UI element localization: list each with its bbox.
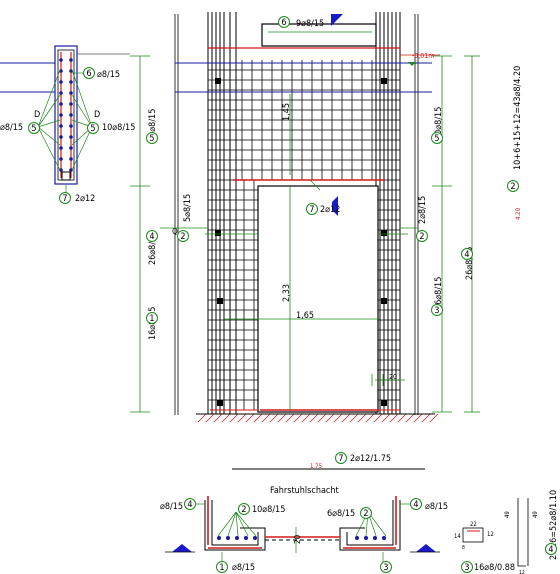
marker-m4c: 4 [184, 498, 196, 510]
detail-49b: 49 [532, 511, 539, 518]
p4-vertical-label: 2×26=52⌀8/1.10 [549, 490, 559, 560]
fahrstuhl-label: Fahrstuhlschacht [270, 486, 339, 496]
marker-m4a: 4 [146, 230, 158, 242]
marker-d-left: D [34, 110, 40, 120]
marker-number: 1 [219, 563, 224, 573]
top-6-label: 9⌀8/15 [296, 19, 324, 29]
marker-m2a: 2 [177, 230, 189, 242]
marker-number: 2 [363, 509, 368, 519]
detail-49a: 49 [504, 511, 511, 518]
p4-left-label: ⌀8/15 [160, 502, 183, 512]
marker-number: 2 [241, 505, 246, 515]
marker-number: 5 [31, 124, 36, 134]
marker-number: 3 [434, 306, 439, 316]
label-145: 1,45 [282, 103, 292, 121]
marker-d-right: D [94, 110, 100, 120]
wall-elevation: 1,45 2,33 1,65 20 Q -0,01m [172, 12, 440, 423]
marker-number: 7 [62, 194, 67, 204]
marker-m7b: 7 [306, 203, 318, 215]
marker-m4b: 4 [461, 248, 473, 260]
marker-number: 2 [419, 232, 424, 242]
label-20: 20 [389, 373, 397, 381]
marker-number: 6 [281, 18, 286, 28]
marker-number: 1 [149, 314, 154, 324]
column-cross-section: D D [0, 45, 130, 193]
marker-number: 7 [309, 205, 314, 215]
far-right-small-label: 4.20 [515, 207, 522, 220]
marker-m4e: 4 [545, 543, 557, 555]
v2-left-label: 5⌀8/15 [183, 194, 193, 222]
p2-left-label: 10⌀8/15 [252, 505, 285, 515]
marker-number: 4 [548, 545, 553, 555]
v5-right-label: 10⌀8/15 [434, 107, 444, 140]
left-6-label: ⌀8/15 [97, 70, 120, 80]
detail-22: 22 [470, 521, 477, 528]
p2-right-label: 6⌀8/15 [327, 509, 355, 519]
left-7-label: 2⌀12 [75, 194, 95, 204]
v3-right-label: 16⌀8/15 [434, 277, 444, 310]
p20-label: 20 [293, 534, 302, 544]
label-165: 1,65 [296, 311, 314, 321]
marker-m3a: 3 [431, 304, 443, 316]
p1-bottom-label: ⌀8/15 [232, 563, 255, 573]
marker-m5a: 5 [28, 122, 40, 134]
v2-far-right-label: 10+6+15+12=43⌀8/4.20 [513, 66, 523, 170]
marker-m2d: 2 [238, 503, 250, 515]
level-label: -0,01m [412, 52, 434, 60]
marker-m5c: 5 [146, 132, 158, 144]
door-opening [257, 185, 379, 413]
detail-12b: 12 [519, 570, 525, 574]
door-7-label: 2⌀12 [320, 205, 340, 215]
p4-right-label: ⌀8/15 [425, 502, 448, 512]
marker-m3b: 3 [380, 561, 392, 573]
marker-m2c: 2 [507, 180, 519, 192]
marker-m6b: 6 [83, 67, 95, 79]
marker-m2b: 2 [416, 230, 428, 242]
marker-m1b: 1 [216, 561, 228, 573]
dim-175-label: 1.75 [310, 463, 322, 470]
detail-14: 14 [454, 533, 461, 540]
marker-number: 3 [383, 563, 388, 573]
label-q: Q [172, 227, 178, 236]
marker-m7a: 7 [59, 192, 71, 204]
marker-number: 2 [180, 232, 185, 242]
marker-number: 6 [86, 69, 91, 79]
v4-right-label: 26⌀8/15 [465, 247, 475, 280]
marker-number: 4 [187, 500, 192, 510]
marker-number: 4 [413, 500, 418, 510]
marker-m4d: 4 [410, 498, 422, 510]
label-233: 2,33 [282, 284, 292, 302]
marker-m6: 6 [278, 16, 290, 28]
detail-12: 12 [487, 531, 494, 538]
plan-section: 2⌀12/1.75 1.75 Fahrstuhlschacht [160, 454, 559, 574]
section-flag-door [332, 196, 338, 216]
marker-m1a: 1 [146, 312, 158, 324]
left-5-left-label: ⌀8/15 [0, 123, 23, 133]
detail-8: 8 [462, 545, 465, 551]
v4-left-label: 26⌀8/15 [148, 232, 158, 265]
marker-number: 5 [149, 134, 154, 144]
marker-m7c: 7 [335, 452, 347, 464]
marker-number: 7 [338, 454, 343, 464]
left-5-right-label: 10⌀8/15 [102, 123, 135, 133]
marker-number: 4 [149, 232, 154, 242]
marker-m2e: 2 [360, 507, 372, 519]
marker-number: 5 [434, 134, 439, 144]
marker-number: 4 [464, 250, 469, 260]
marker-m3c: 3 [461, 561, 473, 573]
bottom-7-label: 2⌀12/1.75 [350, 454, 391, 464]
marker-m5b: 5 [87, 122, 99, 134]
marker-m5d: 5 [431, 132, 443, 144]
marker-number: 2 [510, 182, 515, 192]
section-flag-top [331, 14, 343, 26]
dimension-lines [130, 55, 480, 413]
marker-number: 3 [464, 563, 469, 573]
marker-number: 5 [90, 124, 95, 134]
v5-left-label: 10⌀8/15 [148, 109, 158, 142]
v2-right-label: 2⌀8/15 [418, 196, 428, 224]
p3-bottom-label: 16⌀8/0.88 [474, 563, 515, 573]
